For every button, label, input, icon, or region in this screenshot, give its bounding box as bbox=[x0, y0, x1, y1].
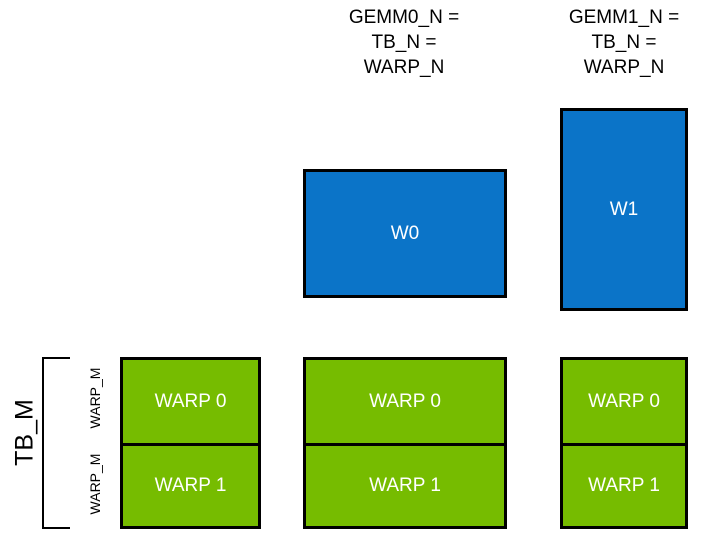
column-header-gemm0: GEMM0_N = TB_N = WARP_N bbox=[348, 7, 460, 78]
warp-block-w0: W0 bbox=[303, 169, 507, 298]
warp-stack-middle: WARP 0 WARP 1 bbox=[303, 357, 507, 529]
warp-cell: WARP 0 bbox=[306, 360, 504, 443]
warp-stack-right: WARP 0 WARP 1 bbox=[560, 357, 688, 529]
warp-stack-left: WARP 0 WARP 1 bbox=[120, 357, 261, 529]
warp-block-w1: W1 bbox=[560, 108, 688, 311]
warp-cell: WARP 0 bbox=[563, 360, 685, 443]
warp-cell: WARP 1 bbox=[306, 443, 504, 526]
warp-cell: WARP 0 bbox=[123, 360, 258, 443]
warp-cell: WARP 1 bbox=[563, 443, 685, 526]
warp-cell: WARP 1 bbox=[123, 443, 258, 526]
dimension-label-warp-m-0: WARP_M bbox=[87, 367, 103, 429]
column-header-gemm1: GEMM1_N = TB_N = WARP_N bbox=[568, 7, 680, 78]
tb-m-bracket bbox=[42, 357, 70, 529]
dimension-label-warp-m-1: WARP_M bbox=[87, 453, 103, 515]
dimension-label-tb-m: TB_M bbox=[10, 399, 39, 466]
